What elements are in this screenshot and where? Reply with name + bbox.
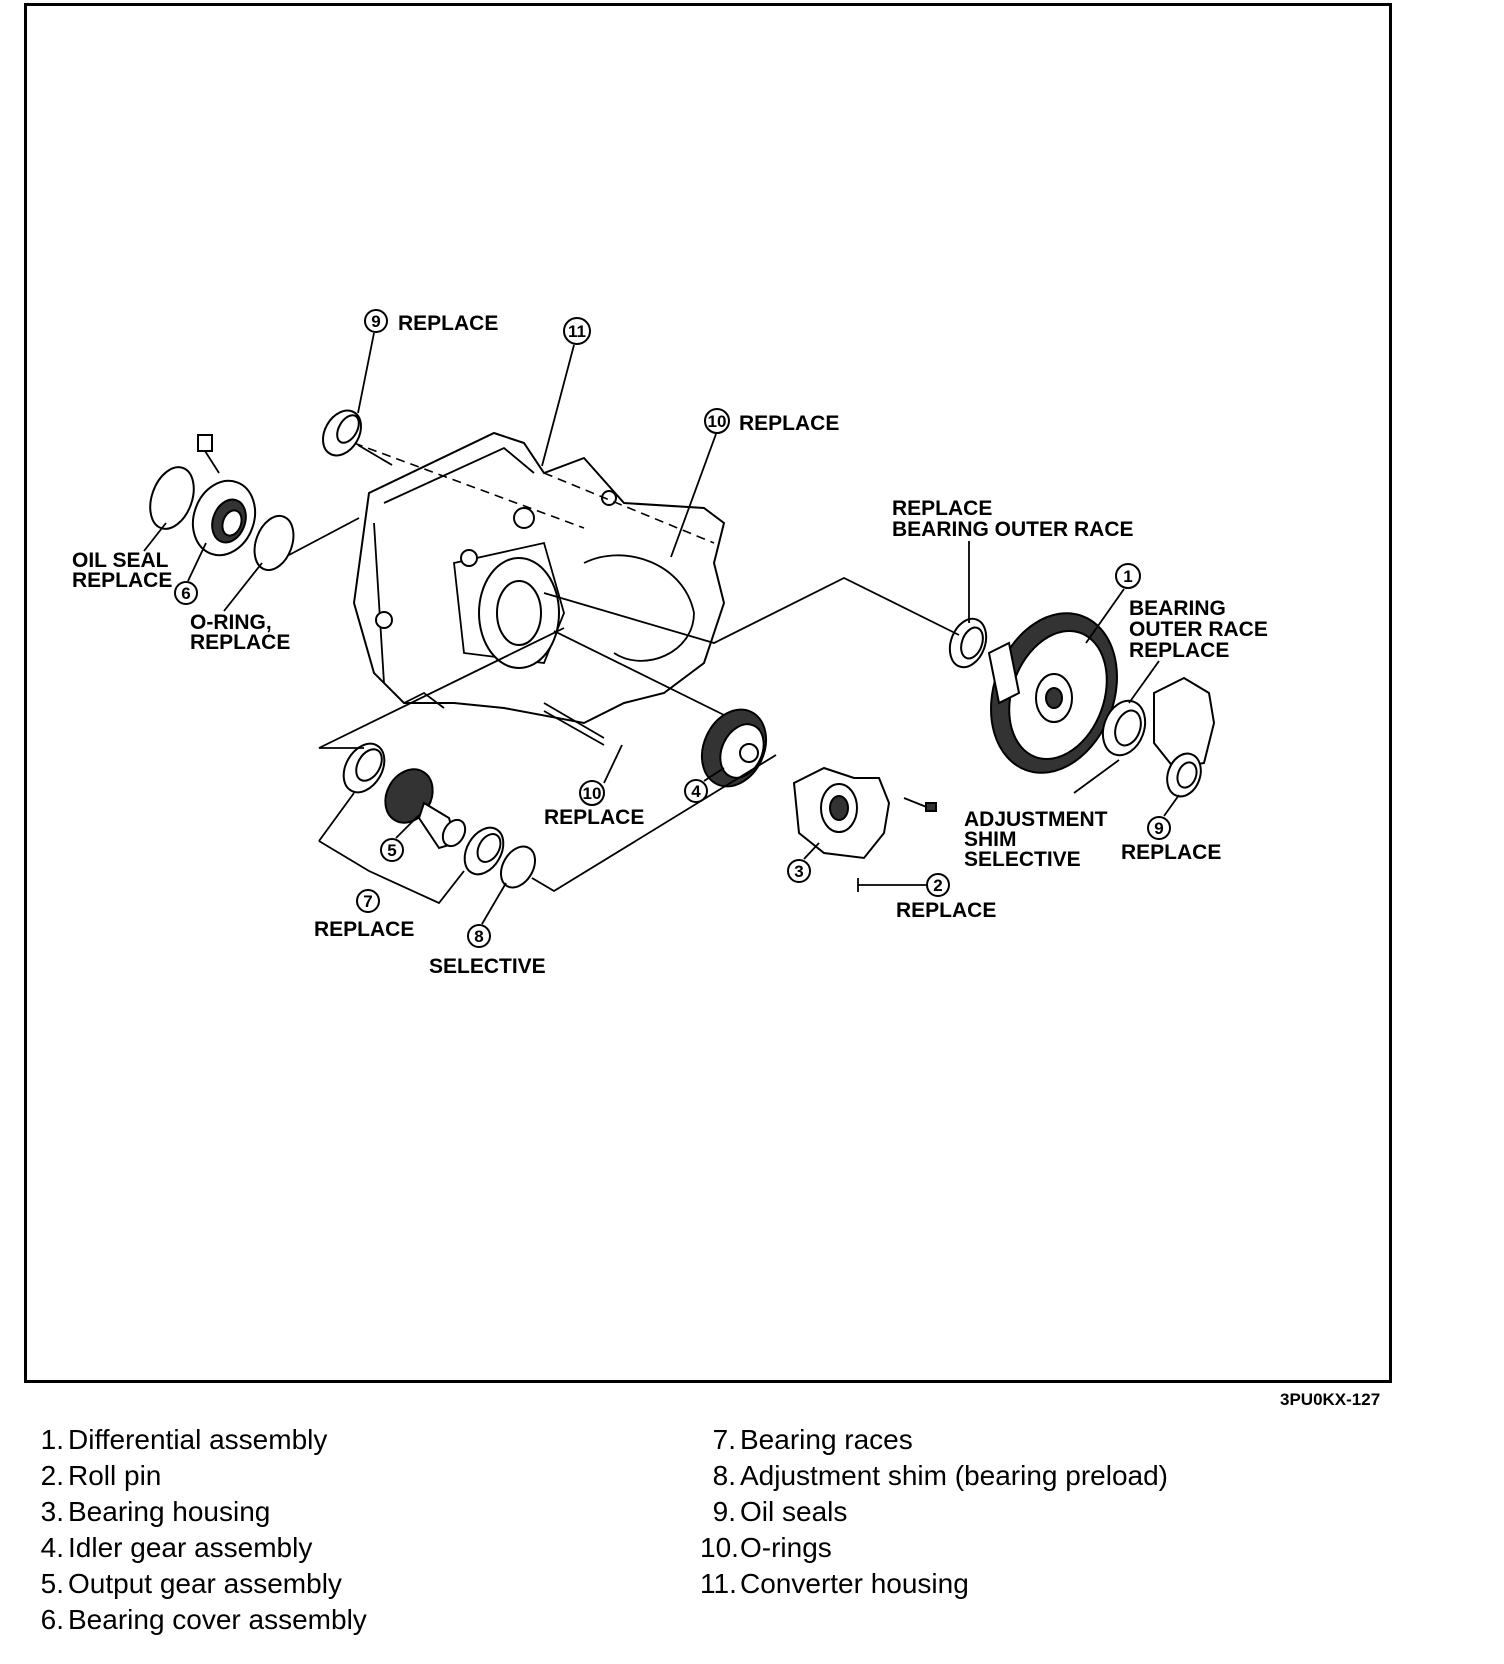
o-ring-cover xyxy=(253,514,295,572)
legend-item-text: Converter housing xyxy=(740,1568,969,1599)
figure-code: 3PU0KX-127 xyxy=(1280,1390,1381,1409)
label-9-replace-right: REPLACE xyxy=(1121,841,1221,864)
callout-1 xyxy=(1115,563,1141,589)
output-gear-assembly xyxy=(342,742,467,850)
bearing-housing xyxy=(792,766,937,860)
exploded-diagram: 9 REPLACE 11 10 REPLACE REPLACE BEARING … xyxy=(72,309,1268,978)
svg-text:7: 7 xyxy=(363,892,372,911)
callout-3 xyxy=(787,859,811,883)
legend-item-number: 11. xyxy=(700,1568,737,1599)
legend-item-number: 6. xyxy=(40,1604,64,1635)
svg-text:8: 8 xyxy=(474,927,483,946)
legend-item: 6.Bearing cover assembly xyxy=(28,1602,367,1638)
callout-10-mid xyxy=(579,780,605,806)
label-10-replace-top: REPLACE xyxy=(739,412,839,435)
label-o-ring-replace: REPLACE xyxy=(190,631,290,654)
legend-item-text: Differential assembly xyxy=(68,1424,328,1455)
label-10-replace-mid: REPLACE xyxy=(544,806,644,829)
legend-item-text: Bearing races xyxy=(740,1424,913,1455)
svg-text:2: 2 xyxy=(933,876,942,895)
legend-item: 1.Differential assembly xyxy=(28,1422,367,1458)
legend-item-number: 8. xyxy=(712,1460,736,1491)
svg-text:3: 3 xyxy=(794,862,803,881)
converter-housing xyxy=(352,431,726,746)
label-9-replace-top: REPLACE xyxy=(398,312,498,335)
legend-item: 11.Converter housing xyxy=(700,1566,1168,1602)
label-oil-seal: OIL SEAL xyxy=(72,549,169,572)
adjustment-shim-output xyxy=(499,845,537,889)
callout-5 xyxy=(380,838,404,862)
label-shim: SHIM xyxy=(964,828,1017,851)
legend-item: 8.Adjustment shim (bearing preload) xyxy=(700,1458,1168,1494)
legend-item-number: 9. xyxy=(712,1496,736,1527)
oil-seal-top xyxy=(322,409,362,457)
callout-9-top xyxy=(364,309,388,333)
legend-item-number: 7. xyxy=(712,1424,736,1455)
label-outer-race-right: OUTER RACE xyxy=(1129,618,1268,641)
legend-item: 9.Oil seals xyxy=(700,1494,1168,1530)
label-8-selective: SELECTIVE xyxy=(429,955,546,978)
callout-10-top xyxy=(704,408,730,434)
bearing-race-right xyxy=(463,826,505,876)
bearing-outer-race-right xyxy=(1101,699,1147,757)
label-bearing-outer-race-top: BEARING OUTER RACE xyxy=(892,518,1134,541)
callout-6 xyxy=(174,581,198,605)
oil-seal-right xyxy=(1166,752,1202,798)
svg-text:11: 11 xyxy=(568,322,586,341)
label-bearing-right: BEARING xyxy=(1129,597,1226,620)
side-cover xyxy=(1153,676,1216,770)
svg-text:10: 10 xyxy=(583,784,602,803)
differential-assembly xyxy=(948,612,1118,774)
svg-text:4: 4 xyxy=(691,782,701,801)
svg-text:5: 5 xyxy=(387,841,396,860)
svg-text:1: 1 xyxy=(1123,567,1132,586)
bearing-cover-assembly xyxy=(149,434,257,557)
callout-9-right xyxy=(1147,816,1171,840)
legend-item: 3.Bearing housing xyxy=(28,1494,367,1530)
callout-4 xyxy=(684,779,708,803)
legend-item-number: 10. xyxy=(700,1532,739,1563)
label-2-replace: REPLACE xyxy=(896,899,996,922)
callout-8 xyxy=(467,924,491,948)
callout-7 xyxy=(356,889,380,913)
callout-2 xyxy=(926,873,950,897)
legend-item-text: Idler gear assembly xyxy=(68,1532,313,1563)
label-replace-race-right: REPLACE xyxy=(1129,639,1229,662)
legend-item-text: Output gear assembly xyxy=(68,1568,342,1599)
legend-item-text: Bearing housing xyxy=(68,1496,271,1527)
label-adjustment: ADJUSTMENT xyxy=(964,808,1108,831)
legend-item: 10.O-rings xyxy=(700,1530,1168,1566)
svg-text:9: 9 xyxy=(371,312,380,331)
svg-text:10: 10 xyxy=(708,412,727,431)
legend-item-text: Adjustment shim (bearing preload) xyxy=(740,1460,1168,1491)
legend-item-number: 4. xyxy=(40,1532,64,1563)
callout-11 xyxy=(563,317,591,345)
legend-item-number: 2. xyxy=(40,1460,64,1491)
label-oil-seal-replace: REPLACE xyxy=(72,569,172,592)
label-selective-shim: SELECTIVE xyxy=(964,848,1081,871)
idler-gear-assembly xyxy=(700,708,768,788)
label-7-replace: REPLACE xyxy=(314,918,414,941)
svg-text:6: 6 xyxy=(181,584,190,603)
legend-item: 7.Bearing races xyxy=(700,1422,1168,1458)
label-replace-race-top: REPLACE xyxy=(892,497,992,520)
svg-text:9: 9 xyxy=(1154,819,1163,838)
legend-item: 5.Output gear assembly xyxy=(28,1566,367,1602)
legend-item-number: 5. xyxy=(40,1568,64,1599)
legend-item-number: 3. xyxy=(40,1496,64,1527)
legend-item-text: Oil seals xyxy=(740,1496,848,1527)
legend-item-text: Bearing cover assembly xyxy=(68,1604,367,1635)
legend-item: 2.Roll pin xyxy=(28,1458,367,1494)
legend-item-number: 1. xyxy=(40,1424,64,1455)
legend-item-text: O-rings xyxy=(740,1532,832,1563)
legend-item: 4.Idler gear assembly xyxy=(28,1530,367,1566)
label-o-ring: O-RING, xyxy=(190,611,272,634)
legend-item-text: Roll pin xyxy=(68,1460,162,1491)
